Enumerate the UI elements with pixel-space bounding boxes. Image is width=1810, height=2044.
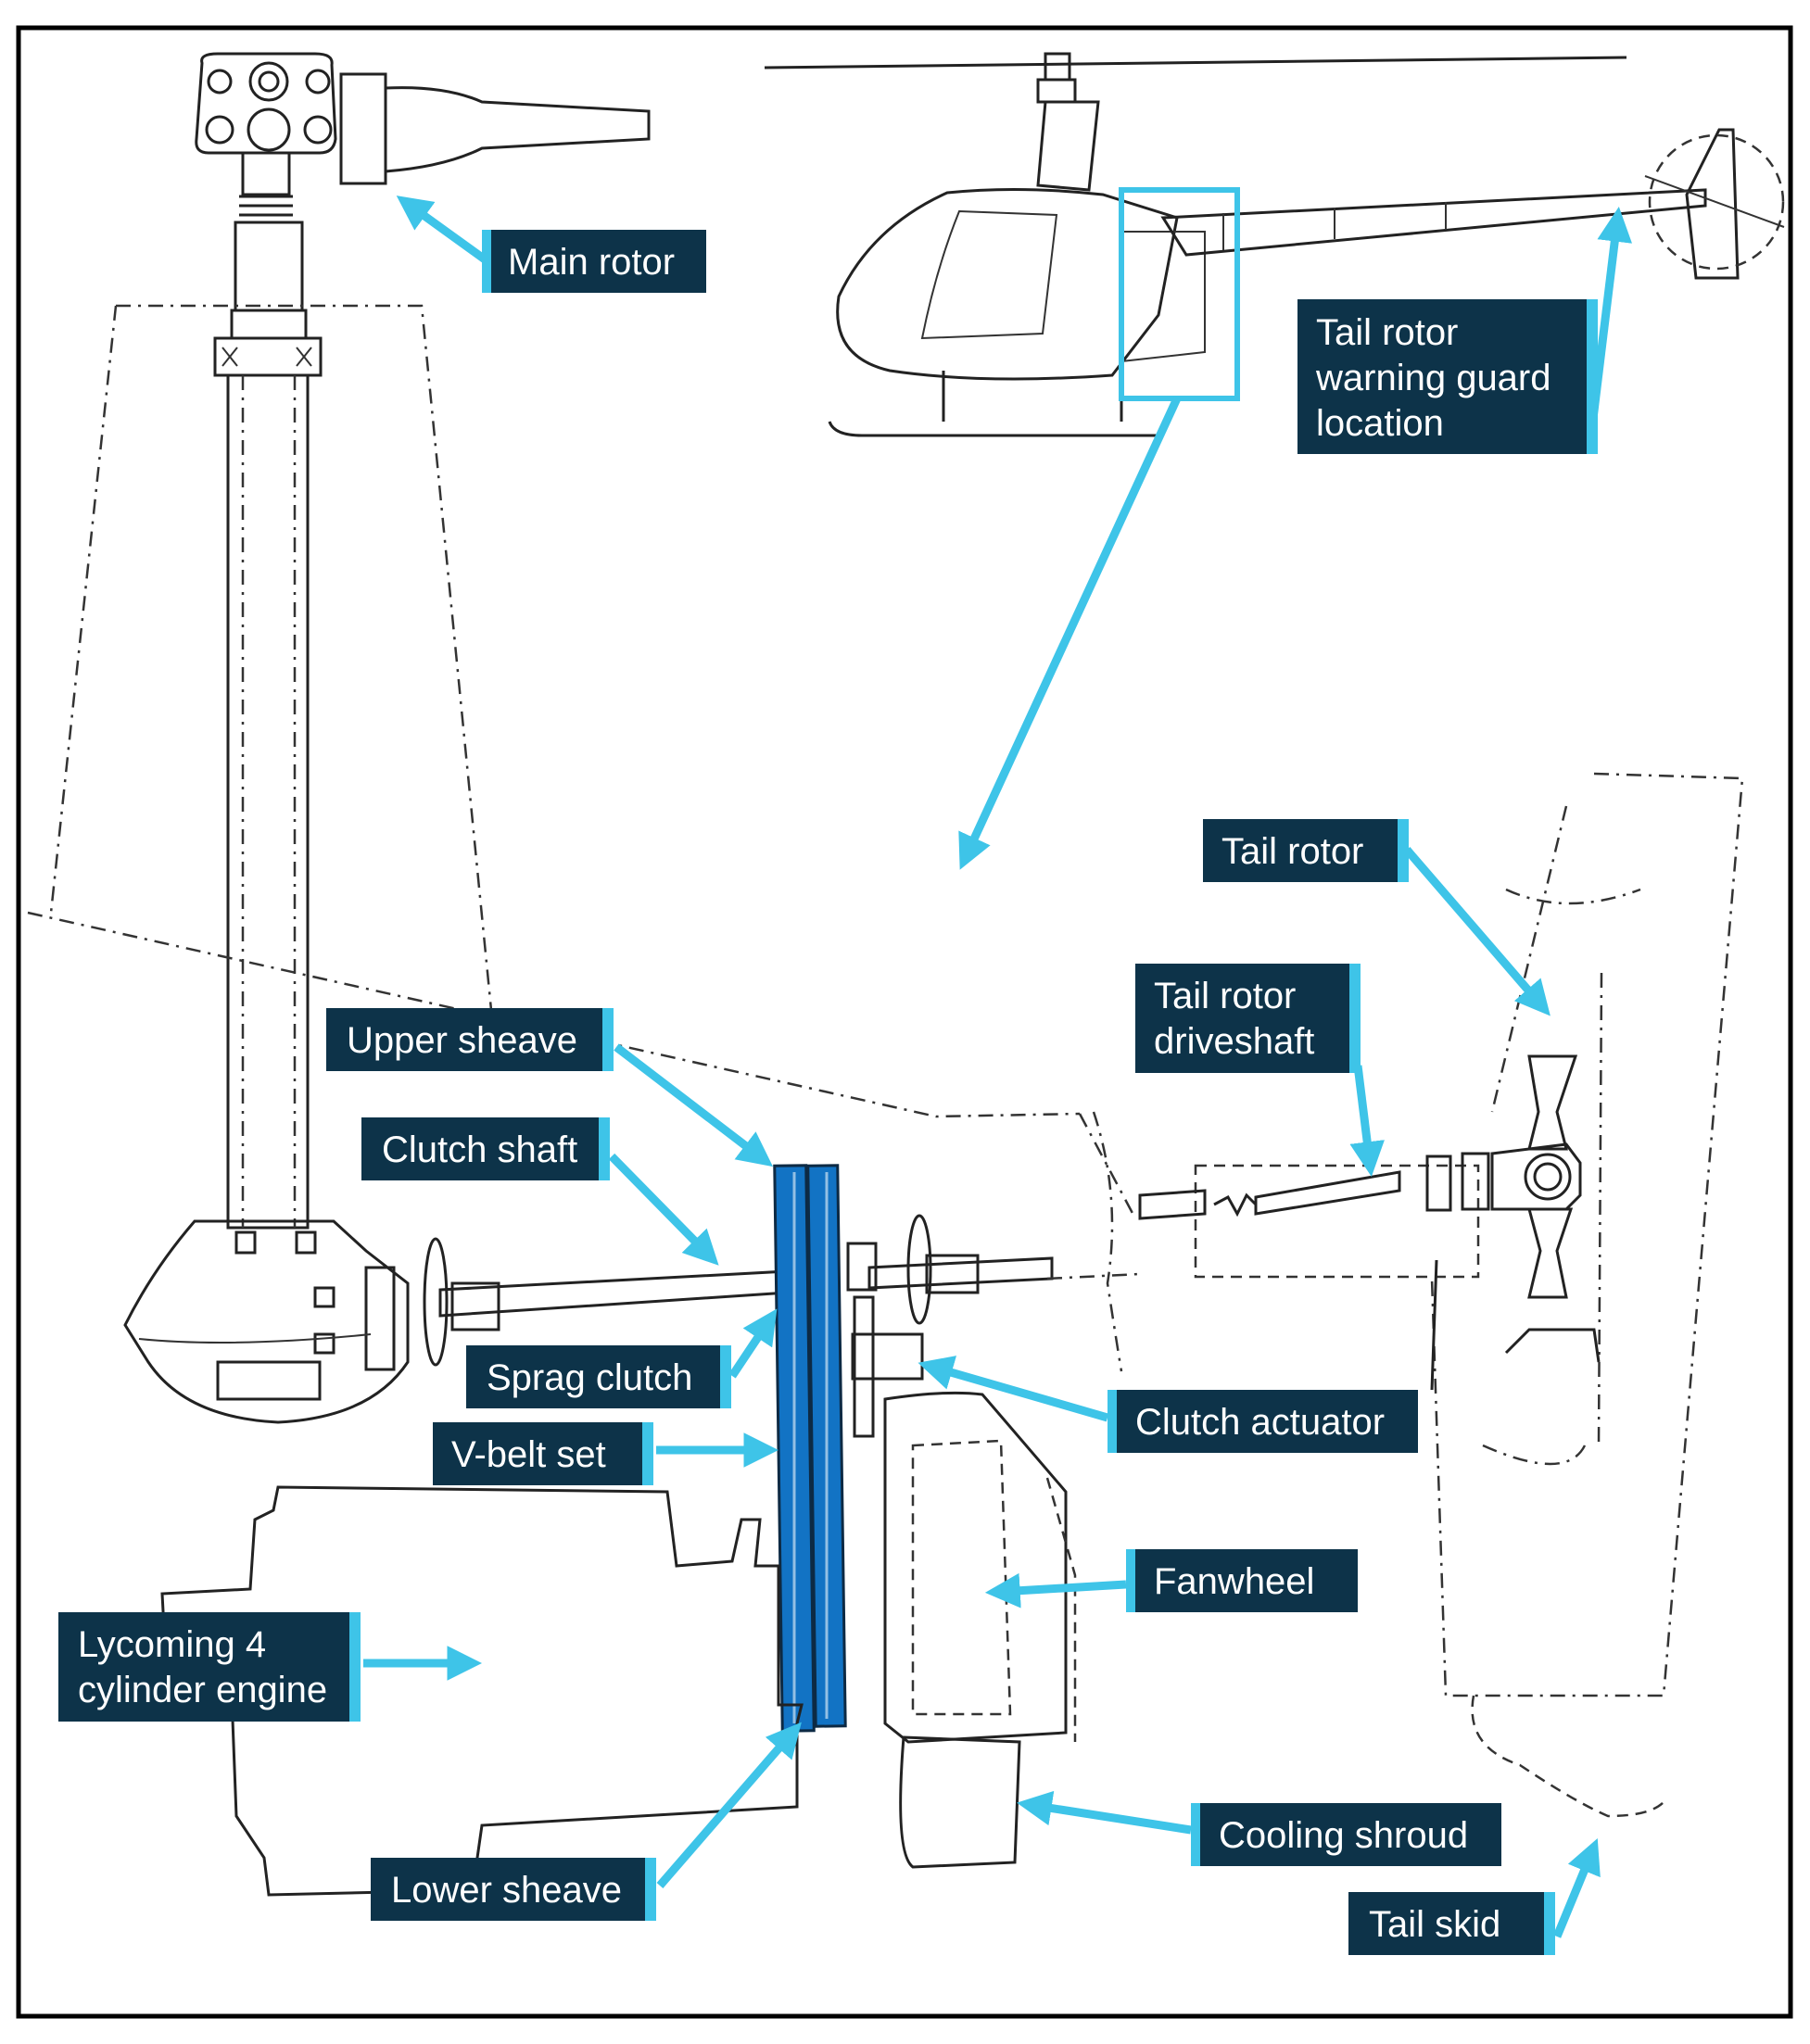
label-clutch-actuator: Clutch actuator — [1108, 1390, 1418, 1453]
mast-fairing-outline — [27, 304, 1081, 1118]
label-sprag-clutch: Sprag clutch — [466, 1345, 731, 1408]
label-clutch-shaft: Clutch shaft — [361, 1117, 610, 1180]
pointer-arrows — [363, 196, 1633, 1938]
clutch-assembly-drawing — [423, 1214, 1077, 1869]
label-v-belt-set-text: V-belt set — [451, 1434, 606, 1475]
label-clutch-shaft-text: Clutch shaft — [382, 1129, 577, 1170]
label-driveshaft-line-1: Tail rotor — [1154, 976, 1296, 1016]
upper-sheave-arrow — [614, 1043, 774, 1167]
label-tail-skid: Tail skid — [1348, 1892, 1555, 1955]
label-tail-rotor-driveshaft: Tail rotor driveshaft — [1135, 964, 1361, 1073]
fanwheel-arrow — [984, 1572, 1127, 1609]
sprag-clutch-arrow — [728, 1308, 778, 1379]
label-warning-guard-line-3: location — [1316, 403, 1444, 444]
label-cooling-shroud: Cooling shroud — [1191, 1803, 1501, 1866]
label-main-rotor: Main rotor — [482, 230, 706, 293]
label-clutch-actuator-text: Clutch actuator — [1135, 1402, 1385, 1443]
main-rotor-arrow — [396, 196, 494, 268]
highlight-to-detail-arrow — [958, 397, 1182, 870]
clutch-shaft-arrow — [608, 1153, 719, 1266]
label-engine-line-1: Lycoming 4 — [78, 1624, 266, 1665]
label-lower-sheave: Lower sheave — [371, 1858, 656, 1921]
tail-rotor-drive-drawing — [1046, 772, 1744, 1818]
label-tail-skid-text: Tail skid — [1369, 1904, 1500, 1945]
label-main-rotor-text: Main rotor — [508, 242, 675, 283]
label-lower-sheave-text: Lower sheave — [391, 1870, 622, 1911]
label-warning-guard-line-1: Tail rotor — [1316, 312, 1458, 353]
label-sprag-clutch-text: Sprag clutch — [487, 1357, 692, 1398]
warning-guard-highlight-box — [1119, 187, 1240, 401]
label-v-belt-set: V-belt set — [433, 1422, 653, 1485]
label-lycoming-engine: Lycoming 4 cylinder engine — [58, 1612, 361, 1722]
label-warning-guard-line-2: warning guard — [1315, 358, 1551, 398]
label-upper-sheave: Upper sheave — [326, 1008, 614, 1071]
label-upper-sheave-text: Upper sheave — [347, 1020, 577, 1061]
label-tail-rotor: Tail rotor — [1203, 819, 1409, 882]
label-cooling-shroud-text: Cooling shroud — [1219, 1815, 1468, 1856]
tail-rotor-arrow — [1403, 847, 1551, 1016]
label-fanwheel: Fanwheel — [1126, 1549, 1358, 1612]
label-fanwheel-text: Fanwheel — [1154, 1561, 1314, 1602]
label-tail-rotor-warning-guard: Tail rotor warning guard location — [1297, 299, 1598, 454]
label-engine-line-2: cylinder engine — [78, 1670, 327, 1710]
v-belt-set — [773, 1164, 847, 1733]
lower-sheave-arrow — [656, 1722, 802, 1888]
tail-skid-arrow — [1552, 1838, 1601, 1938]
label-driveshaft-line-2: driveshaft — [1154, 1021, 1314, 1062]
main-rotor-mast-drawing — [123, 52, 651, 1424]
clutch-actuator-arrow — [918, 1356, 1109, 1422]
label-tail-rotor-text: Tail rotor — [1221, 831, 1363, 872]
tail-rotor-driveshaft-arrow — [1349, 1065, 1385, 1178]
cooling-shroud-arrow — [1017, 1790, 1192, 1835]
helicopter-icon — [764, 52, 1785, 437]
